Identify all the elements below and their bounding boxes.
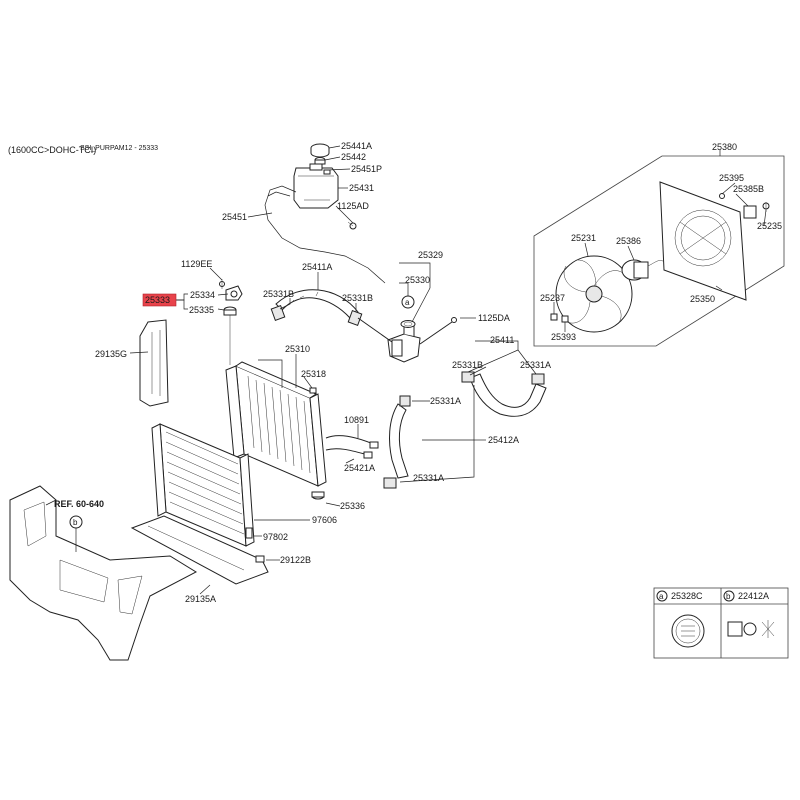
fan-motor-25386[interactable] — [621, 259, 665, 281]
bolt-1125DA[interactable] — [451, 317, 457, 323]
legend-a-letter: a — [659, 592, 664, 601]
label-25318: 25318 — [301, 369, 326, 379]
clip-25393[interactable] — [561, 315, 569, 323]
callout-b-text: b — [73, 518, 78, 527]
label-25386: 25386 — [616, 236, 641, 246]
label-25411: 25411 — [490, 335, 514, 345]
drain-plug-25318[interactable] — [309, 387, 317, 394]
screw-1129EE[interactable] — [219, 279, 225, 289]
reservoir-bolt[interactable] — [347, 221, 357, 230]
label-25441A: 25441A — [341, 141, 372, 151]
reservoir-cap[interactable] — [310, 143, 330, 158]
callout-b-marker — [69, 515, 83, 529]
bracket-25334[interactable] — [225, 285, 243, 301]
callout-a-marker — [401, 295, 415, 309]
highlight-25333-label[interactable]: 25333 — [145, 295, 170, 305]
bolt-25235[interactable] — [762, 202, 770, 212]
nut-25237[interactable] — [550, 313, 558, 321]
label-25231: 25231 — [571, 233, 596, 243]
bracket-97802[interactable] — [245, 527, 253, 539]
label-25442: 25442 — [341, 152, 366, 162]
overlay-code: SSI_PURPAM12 - 25333 — [80, 145, 158, 152]
label-25411A: 25411A — [302, 262, 332, 272]
legend-table — [653, 587, 789, 659]
label-10891: 10891 — [344, 415, 369, 425]
label-1125DA: 1125DA — [478, 313, 510, 323]
air-guard-29135G[interactable] — [139, 319, 169, 407]
label-25451P: 25451P — [351, 164, 382, 174]
thermostat-gasket-25330[interactable] — [400, 320, 416, 328]
radiator-25310[interactable] — [225, 361, 327, 487]
clip-29122B[interactable] — [255, 555, 265, 563]
label-25393: 25393 — [551, 332, 576, 342]
clamp-25331B-left[interactable] — [270, 305, 286, 321]
oil-cooler-hoses[interactable] — [325, 435, 379, 459]
upper-hose-25411A[interactable] — [275, 289, 359, 319]
label-25330: 25330 — [405, 275, 430, 285]
label-97606: 97606 — [312, 515, 337, 525]
clamp-25331A-bottom[interactable] — [383, 477, 397, 489]
label-25331A-bottom: 25331A — [413, 473, 444, 483]
label-25237: 25237 — [540, 293, 565, 303]
legend-a-part: 25328C — [671, 591, 703, 601]
label-25329: 25329 — [418, 250, 443, 260]
condenser-97606[interactable] — [151, 423, 255, 547]
label-25412A: 25412A — [488, 435, 519, 445]
fan-shroud-25350[interactable] — [659, 181, 747, 301]
clamp-25331A-lower[interactable] — [531, 373, 545, 385]
label-25395: 25395 — [719, 173, 744, 183]
legend-b-part: 22412A — [738, 591, 769, 601]
label-25350: 25350 — [690, 294, 715, 304]
reservoir-strainer[interactable] — [314, 157, 326, 165]
reservoir-tank[interactable] — [293, 163, 339, 209]
legend-b-letter: b — [726, 592, 731, 601]
condenser-fins — [165, 431, 245, 535]
label-25331A-upper: 25331A — [430, 396, 461, 406]
legend-cell-a[interactable]: a 25328C — [656, 590, 705, 648]
label-25336: 25336 — [340, 501, 365, 511]
cap-25335[interactable] — [223, 306, 237, 316]
highlight-25333-box[interactable] — [142, 293, 177, 307]
label-25421A: 25421A — [344, 463, 375, 473]
fan-assembly-box — [533, 155, 785, 347]
clamp-25331A-upper[interactable] — [399, 395, 411, 407]
label-25451: 25451 — [222, 212, 247, 222]
label-25235: 25235 — [757, 221, 782, 231]
clamp-25331B-lower[interactable] — [461, 371, 475, 383]
screw-25395[interactable] — [719, 193, 725, 199]
ref-60-640[interactable]: REF. 60-640 — [54, 499, 104, 509]
engine-header: (1600CC>DOHC-TCI) — [8, 145, 96, 155]
label-29122B: 29122B — [280, 555, 311, 565]
grommet-25336[interactable] — [311, 491, 325, 500]
reservoir-clip[interactable] — [323, 169, 331, 175]
legend-cell-b[interactable]: b 22412A — [723, 590, 775, 638]
label-25331B-left: 25331B — [263, 289, 294, 299]
label-25331B-lower: 25331B — [452, 360, 483, 370]
label-97802: 97802 — [263, 532, 288, 542]
label-1125AD: 1125AD — [337, 201, 369, 211]
label-25331A-lower: 25331A — [520, 360, 551, 370]
label-29135A: 29135A — [185, 594, 216, 604]
label-25334: 25334 — [190, 290, 215, 300]
label-25335: 25335 — [189, 305, 214, 315]
reservoir-hose[interactable] — [264, 185, 386, 284]
label-25431: 25431 — [349, 183, 374, 193]
resistor-25385B[interactable] — [743, 205, 757, 219]
label-25331B-right: 25331B — [342, 293, 373, 303]
radiator-fins — [247, 375, 311, 474]
label-29135G: 29135G — [95, 349, 127, 359]
front-end-module[interactable] — [9, 485, 198, 661]
callout-a-text: a — [405, 298, 410, 307]
label-25310: 25310 — [285, 344, 310, 354]
label-25380: 25380 — [712, 142, 737, 152]
hose-25412A[interactable] — [389, 403, 409, 479]
label-1129EE: 1129EE — [181, 259, 212, 269]
label-25385B: 25385B — [733, 184, 764, 194]
thermostat-housing-25329[interactable] — [387, 323, 421, 363]
air-guard-29135A[interactable] — [130, 515, 269, 585]
